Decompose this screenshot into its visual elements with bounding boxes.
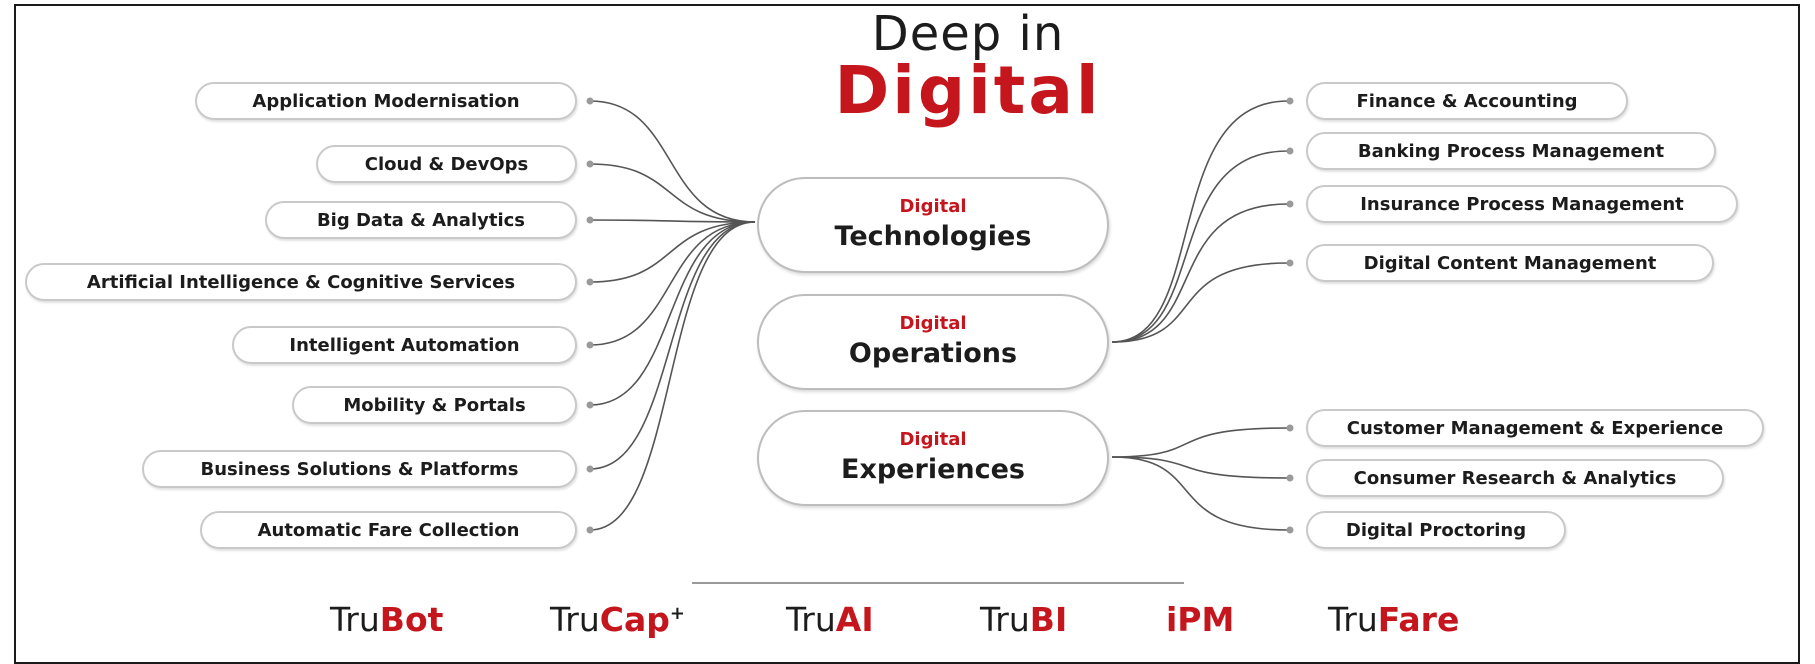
brand-trucap-suffix: Cap xyxy=(599,600,670,639)
left-item-intelligent-automation: Intelligent Automation xyxy=(232,326,577,364)
brand-truai-suffix: AI xyxy=(835,600,874,639)
title-line-2: Digital xyxy=(834,52,1102,129)
right-item-digital-proctoring: Digital Proctoring xyxy=(1306,511,1566,549)
brand-ipm: iPM xyxy=(1166,600,1234,639)
right-item-digital-content-management: Digital Content Management xyxy=(1306,244,1714,282)
brand-separator xyxy=(692,582,1184,584)
right-item-customer-management-experience: Customer Management & Experience xyxy=(1306,409,1764,447)
right-item-consumer-research-analytics: Consumer Research & Analytics xyxy=(1306,459,1724,497)
hub-experiences-small-label: Digital xyxy=(899,429,967,450)
brand-trubi-prefix: Tru xyxy=(980,600,1030,639)
brand-trucap: TruCap+ xyxy=(550,600,685,639)
hub-digital-operations: Digital Operations xyxy=(757,294,1109,390)
hub-operations-small-label: Digital xyxy=(899,313,967,334)
brand-trubi-suffix: BI xyxy=(1029,600,1068,639)
brand-truai: TruAI xyxy=(786,600,874,639)
brand-truai-prefix: Tru xyxy=(786,600,836,639)
left-item-business-solutions-platforms: Business Solutions & Platforms xyxy=(142,450,577,488)
brand-trubi: TruBI xyxy=(980,600,1067,639)
brand-trufare-suffix: Fare xyxy=(1377,600,1460,639)
hub-digital-experiences: Digital Experiences xyxy=(757,410,1109,506)
left-item-ai-cognitive-services: Artificial Intelligence & Cognitive Serv… xyxy=(25,263,577,301)
brand-trubot: TruBot xyxy=(330,600,443,639)
brand-trucap-plus: + xyxy=(669,603,685,624)
brand-trucap-prefix: Tru xyxy=(550,600,600,639)
right-item-insurance-process-management: Insurance Process Management xyxy=(1306,185,1738,223)
hub-experiences-label: Experiences xyxy=(841,454,1025,485)
hub-technologies-label: Technologies xyxy=(834,221,1032,252)
left-item-big-data-analytics: Big Data & Analytics xyxy=(265,201,577,239)
right-item-finance-accounting: Finance & Accounting xyxy=(1306,82,1628,120)
left-item-mobility-portals: Mobility & Portals xyxy=(292,386,577,424)
brand-trubot-suffix: Bot xyxy=(379,600,444,639)
left-item-cloud-devops: Cloud & DevOps xyxy=(316,145,577,183)
left-item-application-modernisation: Application Modernisation xyxy=(195,82,577,120)
brand-ipm-label: iPM xyxy=(1166,600,1235,639)
brand-trufare: TruFare xyxy=(1328,600,1459,639)
brand-trubot-prefix: Tru xyxy=(330,600,380,639)
title-line-1: Deep in xyxy=(871,6,1065,62)
left-item-automatic-fare-collection: Automatic Fare Collection xyxy=(200,511,577,549)
brand-trufare-prefix: Tru xyxy=(1328,600,1378,639)
hub-digital-technologies: Digital Technologies xyxy=(757,177,1109,273)
hub-technologies-small-label: Digital xyxy=(899,196,967,217)
hub-operations-label: Operations xyxy=(848,338,1018,369)
right-item-banking-process-management: Banking Process Management xyxy=(1306,132,1716,170)
